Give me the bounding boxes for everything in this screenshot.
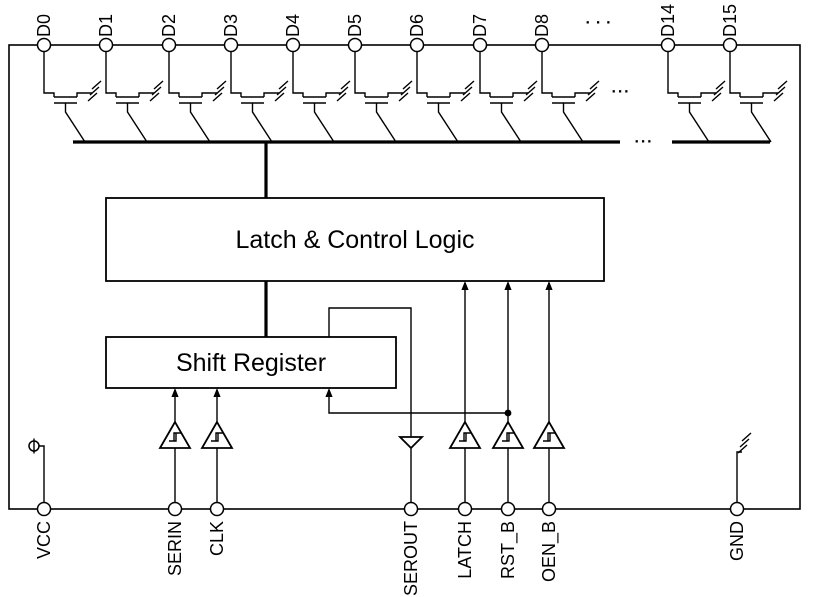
reset-branch-wire: [325, 388, 512, 417]
output-transistor-d1: [98, 37, 164, 143]
ellipsis-icon: ···: [612, 84, 631, 101]
pin-vcc: [36, 501, 52, 517]
chassis-ground-icon: [737, 432, 752, 454]
vcc-terminal: [28, 438, 45, 503]
pin-serout: [403, 501, 419, 517]
pin-rst-b: [500, 501, 516, 517]
pin-label-d8: D8: [532, 14, 552, 37]
ellipsis-icon: ···: [586, 15, 617, 32]
output-buffer-icon: [397, 436, 425, 450]
pin-label-oen-b: OEN_B: [539, 521, 560, 582]
output-transistor-d6: [409, 37, 475, 143]
pin-label-vcc: VCC: [34, 521, 54, 559]
pin-label-d3: D3: [221, 14, 241, 37]
output-transistor-d8: [534, 37, 600, 143]
top-pin-labels: D0 D1 D2 D3 D4 D5 D6 D7 D8 D14 D15: [34, 4, 740, 37]
output-transistor-array: [36, 37, 788, 143]
rst-b-wire: [492, 281, 524, 503]
output-transistor-d15: [722, 37, 788, 143]
schmitt-buffer-icon: [201, 421, 233, 449]
pin-label-rst-b: RST_B: [498, 521, 519, 579]
oen-b-wire: [533, 281, 565, 503]
gate-bus: [73, 140, 770, 198]
pin-serin: [167, 501, 183, 517]
output-transistor-d14: [660, 37, 726, 143]
output-transistor-d4: [285, 37, 351, 143]
pin-label-clk: CLK: [207, 521, 227, 556]
bottom-pin-labels: VCC SERIN CLK SEROUT LATCH RST_B OEN_B G…: [34, 521, 747, 596]
pin-label-d2: D2: [159, 14, 179, 37]
schmitt-buffer-icon: [159, 421, 191, 449]
gnd-terminal: [736, 432, 752, 503]
pin-label-d7: D7: [470, 14, 490, 37]
output-transistor-d3: [223, 37, 289, 143]
pin-label-d6: D6: [407, 14, 427, 37]
pin-label-d14: D14: [658, 4, 678, 37]
clk-wire: [201, 388, 233, 503]
shift-register-label: Shift Register: [176, 349, 326, 377]
schmitt-buffer-icon: [492, 421, 524, 449]
pin-label-gnd: GND: [727, 521, 747, 561]
schmitt-buffer-icon: [533, 421, 565, 449]
output-transistor-d0: [36, 37, 102, 143]
pin-label-d1: D1: [96, 14, 116, 37]
pin-label-d4: D4: [283, 14, 303, 37]
pin-oen-b: [541, 501, 557, 517]
serin-wire: [159, 388, 191, 503]
pin-label-serin: SERIN: [165, 521, 185, 576]
pin-label-serout: SEROUT: [401, 521, 421, 596]
bottom-pins: [36, 501, 745, 517]
pin-label-latch: LATCH: [455, 521, 475, 579]
latch-control-logic-block: Latch & Control Logic: [105, 197, 605, 282]
output-transistor-d5: [347, 37, 413, 143]
pin-label-d5: D5: [345, 14, 365, 37]
output-transistor-d2: [161, 37, 227, 143]
pin-clk: [209, 501, 225, 517]
pin-label-d0: D0: [34, 14, 54, 37]
latch-control-logic-label: Latch & Control Logic: [235, 226, 474, 254]
shift-register-block: Shift Register: [105, 336, 397, 389]
ellipsis-icon: ···: [635, 134, 654, 151]
pin-latch: [457, 501, 473, 517]
serout-wire: [328, 307, 425, 503]
pin-gnd: [729, 501, 745, 517]
latch-wire: [449, 281, 481, 503]
omitted-channels-marks: ··· ··· ···: [586, 15, 654, 151]
pin-label-d15: D15: [720, 4, 740, 37]
schmitt-buffer-icon: [449, 421, 481, 449]
output-transistor-d7: [472, 37, 538, 143]
